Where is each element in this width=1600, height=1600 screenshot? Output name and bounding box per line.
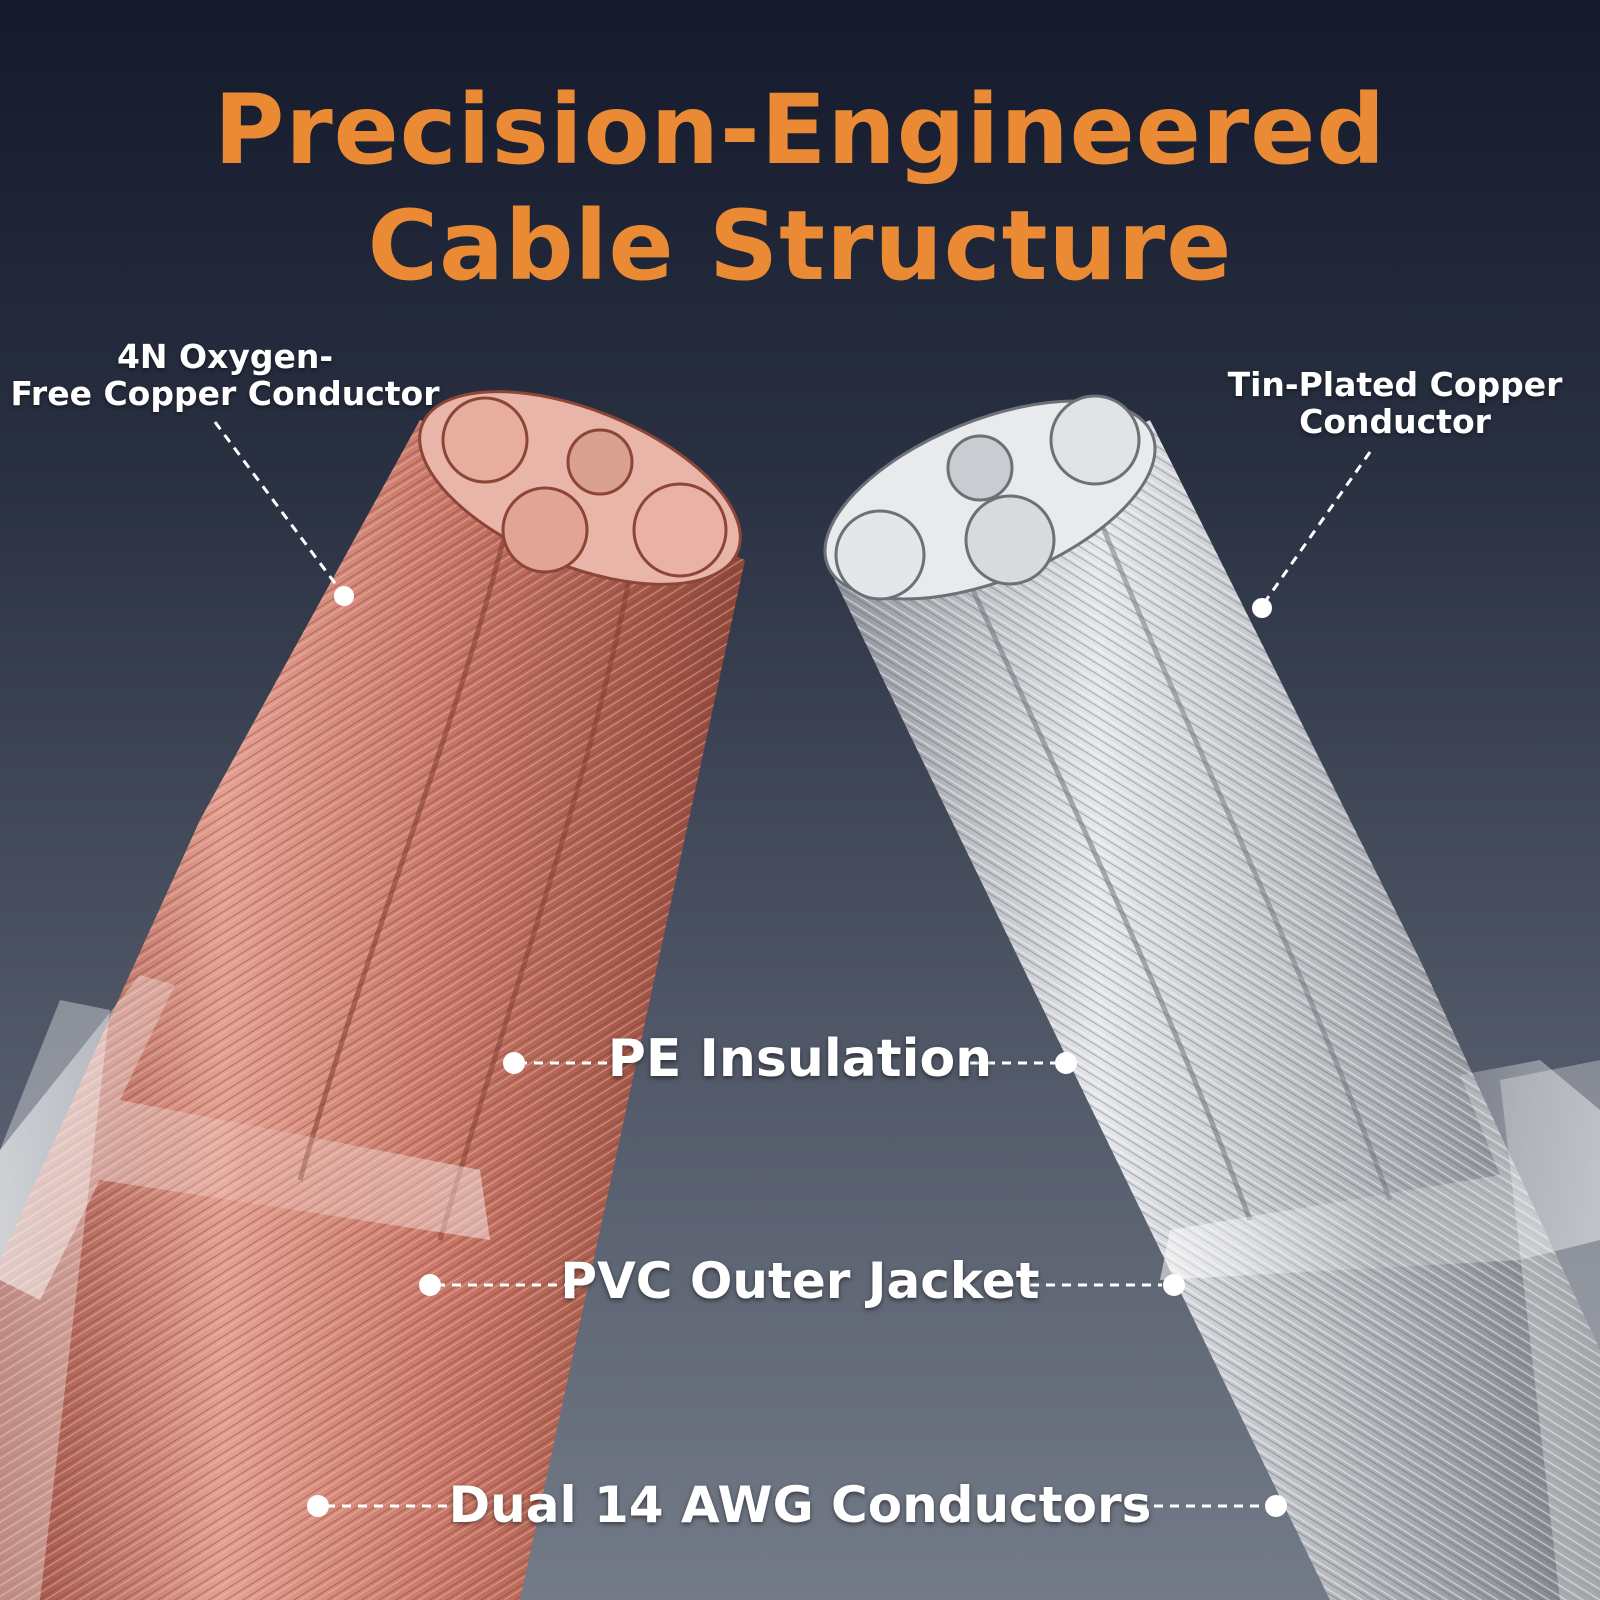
copper-strand-bundle xyxy=(501,486,589,574)
leader-line-right-conductor xyxy=(1260,451,1372,607)
callout-dot xyxy=(503,1052,525,1074)
callout-dot xyxy=(307,1495,329,1517)
copper-cable xyxy=(0,390,745,1600)
tinned-strand-bundle xyxy=(964,494,1056,586)
callout-dot xyxy=(334,586,354,606)
copper-pvc-jacket xyxy=(0,1000,110,1600)
leader-line-left-conductor xyxy=(213,421,342,591)
tinned-bundle-seam xyxy=(947,538,1253,1221)
callout-dot xyxy=(1265,1495,1287,1517)
tinned-strand-bundle xyxy=(1049,394,1141,486)
copper-strand-bundle xyxy=(632,482,728,578)
copper-bundle-seam xyxy=(297,469,523,1181)
callout-tin-plated-copper: Tin-Plated Copper Conductor xyxy=(1210,366,1580,440)
callout-dots xyxy=(307,586,1287,1517)
callout-text-line: Free Copper Conductor xyxy=(10,374,440,413)
label-pvc-outer-jacket: PVC Outer Jacket xyxy=(560,1252,1040,1310)
label-pe-insulation: PE Insulation xyxy=(607,1029,993,1089)
headline-line-2: Cable Structure xyxy=(367,190,1233,302)
callout-dot xyxy=(1252,598,1272,618)
callout-dot xyxy=(419,1274,441,1296)
callout-oxygen-free-copper: 4N Oxygen- Free Copper Conductor xyxy=(10,338,440,412)
copper-strand-bundle xyxy=(441,396,529,484)
callout-dot xyxy=(1163,1274,1185,1296)
callout-text-line: Conductor xyxy=(1299,402,1491,441)
callout-text-line: Tin-Plated Copper xyxy=(1227,365,1563,404)
copper-bundle-seam-2 xyxy=(437,519,643,1241)
tinned-core-strand xyxy=(946,434,1014,502)
copper-strand-texture xyxy=(0,420,745,1600)
tinned-bundle-seam-2 xyxy=(1077,469,1393,1201)
tinned-cable xyxy=(823,394,1600,1600)
tinned-strand-texture xyxy=(830,420,1600,1600)
callout-dot xyxy=(1055,1052,1077,1074)
tinned-pe-insulation xyxy=(1160,1060,1600,1280)
copper-core-strand xyxy=(566,428,634,496)
tinned-pvc-jacket xyxy=(1500,1060,1600,1600)
headline-line-1: Precision-Engineered xyxy=(213,74,1387,186)
callout-leaders xyxy=(213,421,1372,1508)
tinned-strand-bundle xyxy=(834,509,926,601)
copper-pe-insulation xyxy=(0,975,490,1300)
label-dual-14-awg-conductors: Dual 14 AWG Conductors xyxy=(448,1476,1152,1534)
callout-text-line: 4N Oxygen- xyxy=(116,337,334,376)
